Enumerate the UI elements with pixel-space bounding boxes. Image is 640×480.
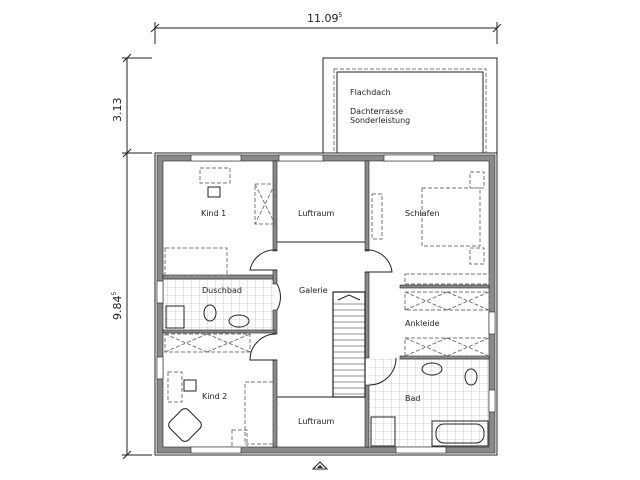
svg-text:Dachterrasse: Dachterrasse bbox=[350, 107, 403, 116]
dimension-terrace-text: 3.13 bbox=[111, 98, 124, 123]
dimension-height: 3.13 9.845 bbox=[111, 53, 152, 460]
entrance-triangle-icon bbox=[311, 461, 329, 470]
room-ankleide-label: Ankleide bbox=[405, 319, 440, 328]
room-luftraum-bottom-label: Luftraum bbox=[298, 417, 334, 426]
room-duschbad-label: Duschbad bbox=[202, 286, 242, 295]
roof-terrace: Flachdach Dachterrasse Sonderleistung bbox=[322, 57, 498, 154]
svg-text:Sonderleistung: Sonderleistung bbox=[350, 116, 410, 125]
svg-text:9.845: 9.845 bbox=[111, 292, 124, 321]
bad-tiles bbox=[369, 359, 489, 447]
room-luftraum-top-label: Luftraum bbox=[298, 209, 334, 218]
room-kind1-label: Kind 1 bbox=[201, 209, 226, 218]
furniture bbox=[164, 167, 490, 448]
dimension-width: 11.095 bbox=[150, 12, 502, 44]
room-kind2-label: Kind 2 bbox=[202, 392, 227, 401]
room-schlafen-label: Schlafen bbox=[405, 209, 439, 218]
svg-text:Flachdach: Flachdach bbox=[350, 88, 391, 97]
room-bad-label: Bad bbox=[405, 394, 420, 403]
staircase bbox=[332, 291, 366, 398]
duschbad-tiles bbox=[163, 279, 274, 331]
room-galerie-label: Galerie bbox=[299, 286, 328, 295]
svg-text:11.095: 11.095 bbox=[307, 12, 343, 25]
